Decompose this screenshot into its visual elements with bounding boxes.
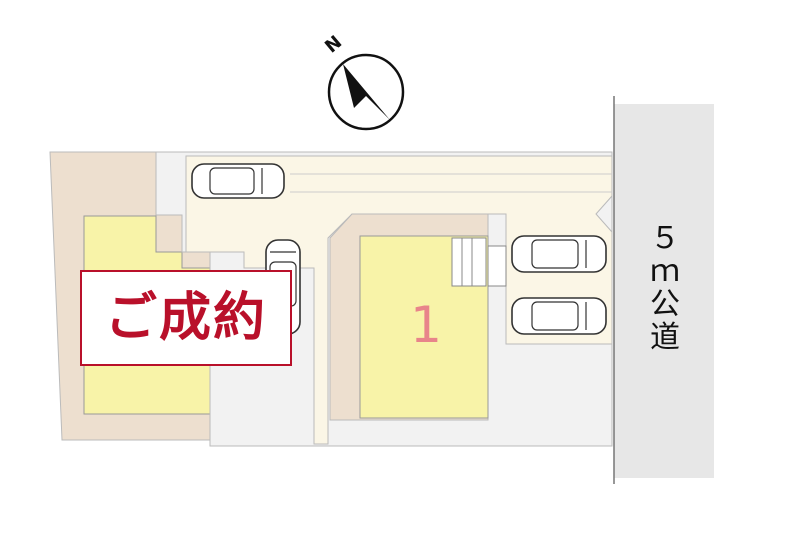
- sold-stamp: ご成約: [80, 270, 292, 366]
- sold-stamp-text: ご成約: [104, 288, 267, 348]
- public-road: [614, 104, 714, 478]
- entrance-steps: [451, 237, 487, 287]
- road-label-char: 道: [650, 320, 680, 355]
- road-corner-wedge: [595, 194, 613, 234]
- car-icon: [511, 235, 607, 273]
- car-icon: [511, 297, 607, 335]
- porch: [487, 245, 507, 287]
- compass-icon: [327, 53, 405, 131]
- car-icon: [191, 163, 285, 199]
- road-label-char: ｍ: [650, 254, 680, 289]
- road-label-char: ５: [650, 221, 680, 256]
- road-label-char: 公: [650, 287, 680, 322]
- road-label: ５ ｍ 公 道: [640, 222, 690, 354]
- driveway: [185, 155, 613, 445]
- lot-number: 1: [410, 296, 442, 354]
